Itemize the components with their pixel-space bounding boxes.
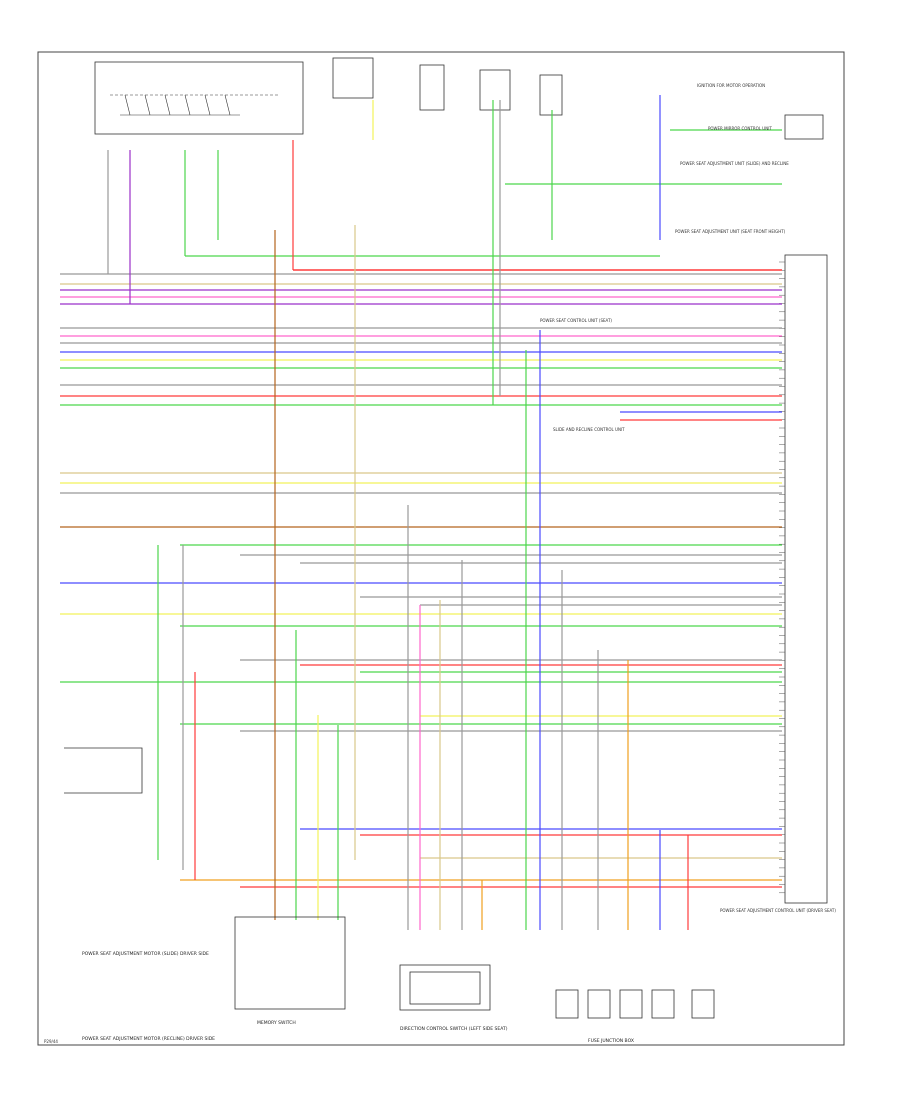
direction-control-switch-inner bbox=[409, 971, 481, 1005]
fuse-box-3 bbox=[651, 989, 675, 1019]
power-seat-switch-box bbox=[94, 61, 304, 135]
control-unit-terminal-strip bbox=[784, 254, 828, 904]
label-seat-control-unit: POWER SEAT CONTROL UNIT (SEAT) bbox=[540, 318, 612, 323]
label-memory-switch: MEMORY SWITCH bbox=[257, 1020, 296, 1026]
label-direction-switch: DIRECTION CONTROL SWITCH (LEFT SIDE SEAT… bbox=[400, 1026, 508, 1032]
label-right-unit: POWER SEAT ADJUSTMENT CONTROL UNIT (DRIV… bbox=[720, 908, 836, 913]
label-mirror-control: POWER MIRROR CONTROL UNIT bbox=[708, 126, 772, 131]
top-connector-1 bbox=[332, 57, 374, 99]
top-connector-4 bbox=[539, 74, 563, 116]
label-left-motor-2: POWER SEAT ADJUSTMENT MOTOR (RECLINE) DR… bbox=[82, 1036, 215, 1042]
memory-switch-box bbox=[234, 916, 346, 1010]
label-ignition: IGNITION FOR MOTOR OPERATION bbox=[697, 83, 765, 88]
corner-label: P29/44 bbox=[44, 1039, 58, 1044]
direction-control-switch-box bbox=[399, 964, 491, 1011]
fuse-box-1 bbox=[587, 989, 611, 1019]
diagram-frame bbox=[37, 51, 845, 1046]
label-slide-recline: SLIDE AND RECLINE CONTROL UNIT bbox=[553, 427, 625, 432]
label-left-motor-1: POWER SEAT ADJUSTMENT MOTOR (SLIDE) DRIV… bbox=[82, 951, 209, 957]
power-mirror-box bbox=[784, 114, 824, 140]
fuse-box-4 bbox=[691, 989, 715, 1019]
label-fuse-junction: FUSE JUNCTION BOX bbox=[588, 1038, 634, 1044]
fuse-box-0 bbox=[555, 989, 579, 1019]
label-seat-slide: POWER SEAT ADJUSTMENT UNIT (SLIDE) AND R… bbox=[680, 161, 789, 166]
fuse-box-2 bbox=[619, 989, 643, 1019]
top-connector-3 bbox=[479, 69, 511, 111]
top-connector-2 bbox=[419, 64, 445, 111]
label-seat-height: POWER SEAT ADJUSTMENT UNIT (SEAT FRONT H… bbox=[675, 229, 786, 234]
